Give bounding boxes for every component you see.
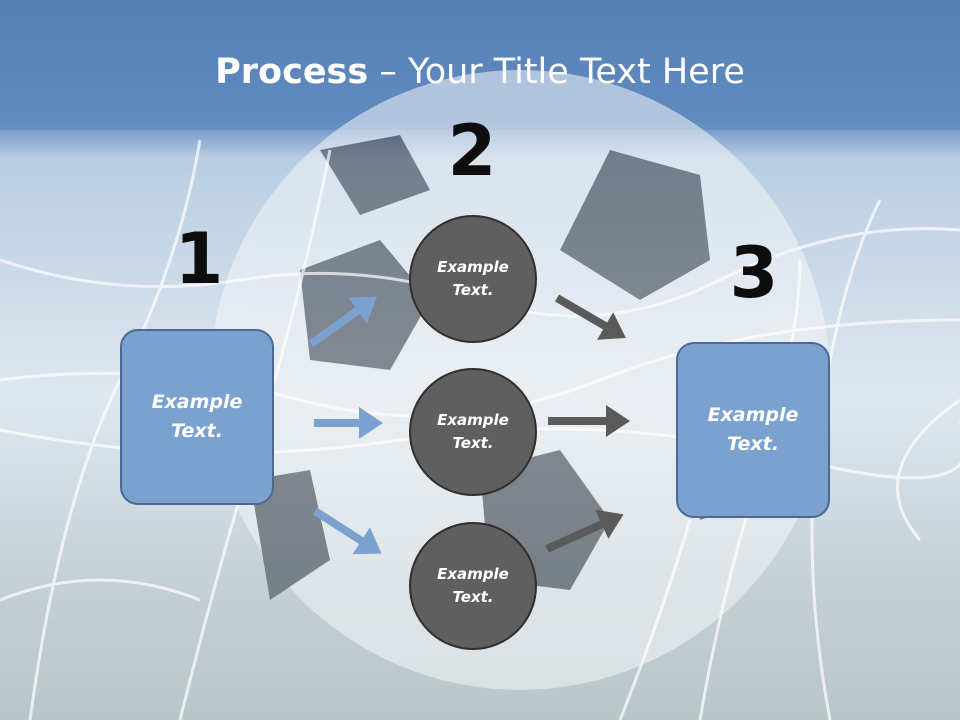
step-1-box: Example Text. xyxy=(120,329,274,505)
step-1-label-line1: Example xyxy=(151,391,243,413)
slide-title-bold: Process xyxy=(215,52,369,92)
process-circle-2: Example Text. xyxy=(409,368,537,496)
circle-1-label-line2: Text. xyxy=(452,281,494,299)
arrow-circle-3-to-right xyxy=(545,509,624,553)
step-number-3: 3 xyxy=(729,232,779,314)
step-number-1: 1 xyxy=(174,218,224,300)
circle-3-label-line1: Example xyxy=(437,565,509,583)
circle-2-label-line2: Text. xyxy=(452,434,494,452)
process-circle-1: Example Text. xyxy=(409,215,537,343)
circle-2-label-line1: Example xyxy=(437,411,509,429)
arrow-circle-1-to-right xyxy=(554,294,626,340)
arrow-left-to-circle-1 xyxy=(308,296,378,348)
step-1-label-line2: Text. xyxy=(171,420,223,442)
step-3-box: Example Text. xyxy=(676,342,830,518)
process-circle-3: Example Text. xyxy=(409,522,537,650)
step-3-label-line2: Text. xyxy=(727,433,779,455)
arrow-left-to-circle-3 xyxy=(312,507,382,555)
step-3-label-line1: Example xyxy=(707,404,799,426)
circle-3-label-line2: Text. xyxy=(452,588,494,606)
step-number-2: 2 xyxy=(447,110,497,192)
slide-title-rest: – Your Title Text Here xyxy=(368,52,745,92)
circle-1-label-line1: Example xyxy=(437,258,509,276)
slide-title: Process – Your Title Text Here xyxy=(0,52,960,92)
